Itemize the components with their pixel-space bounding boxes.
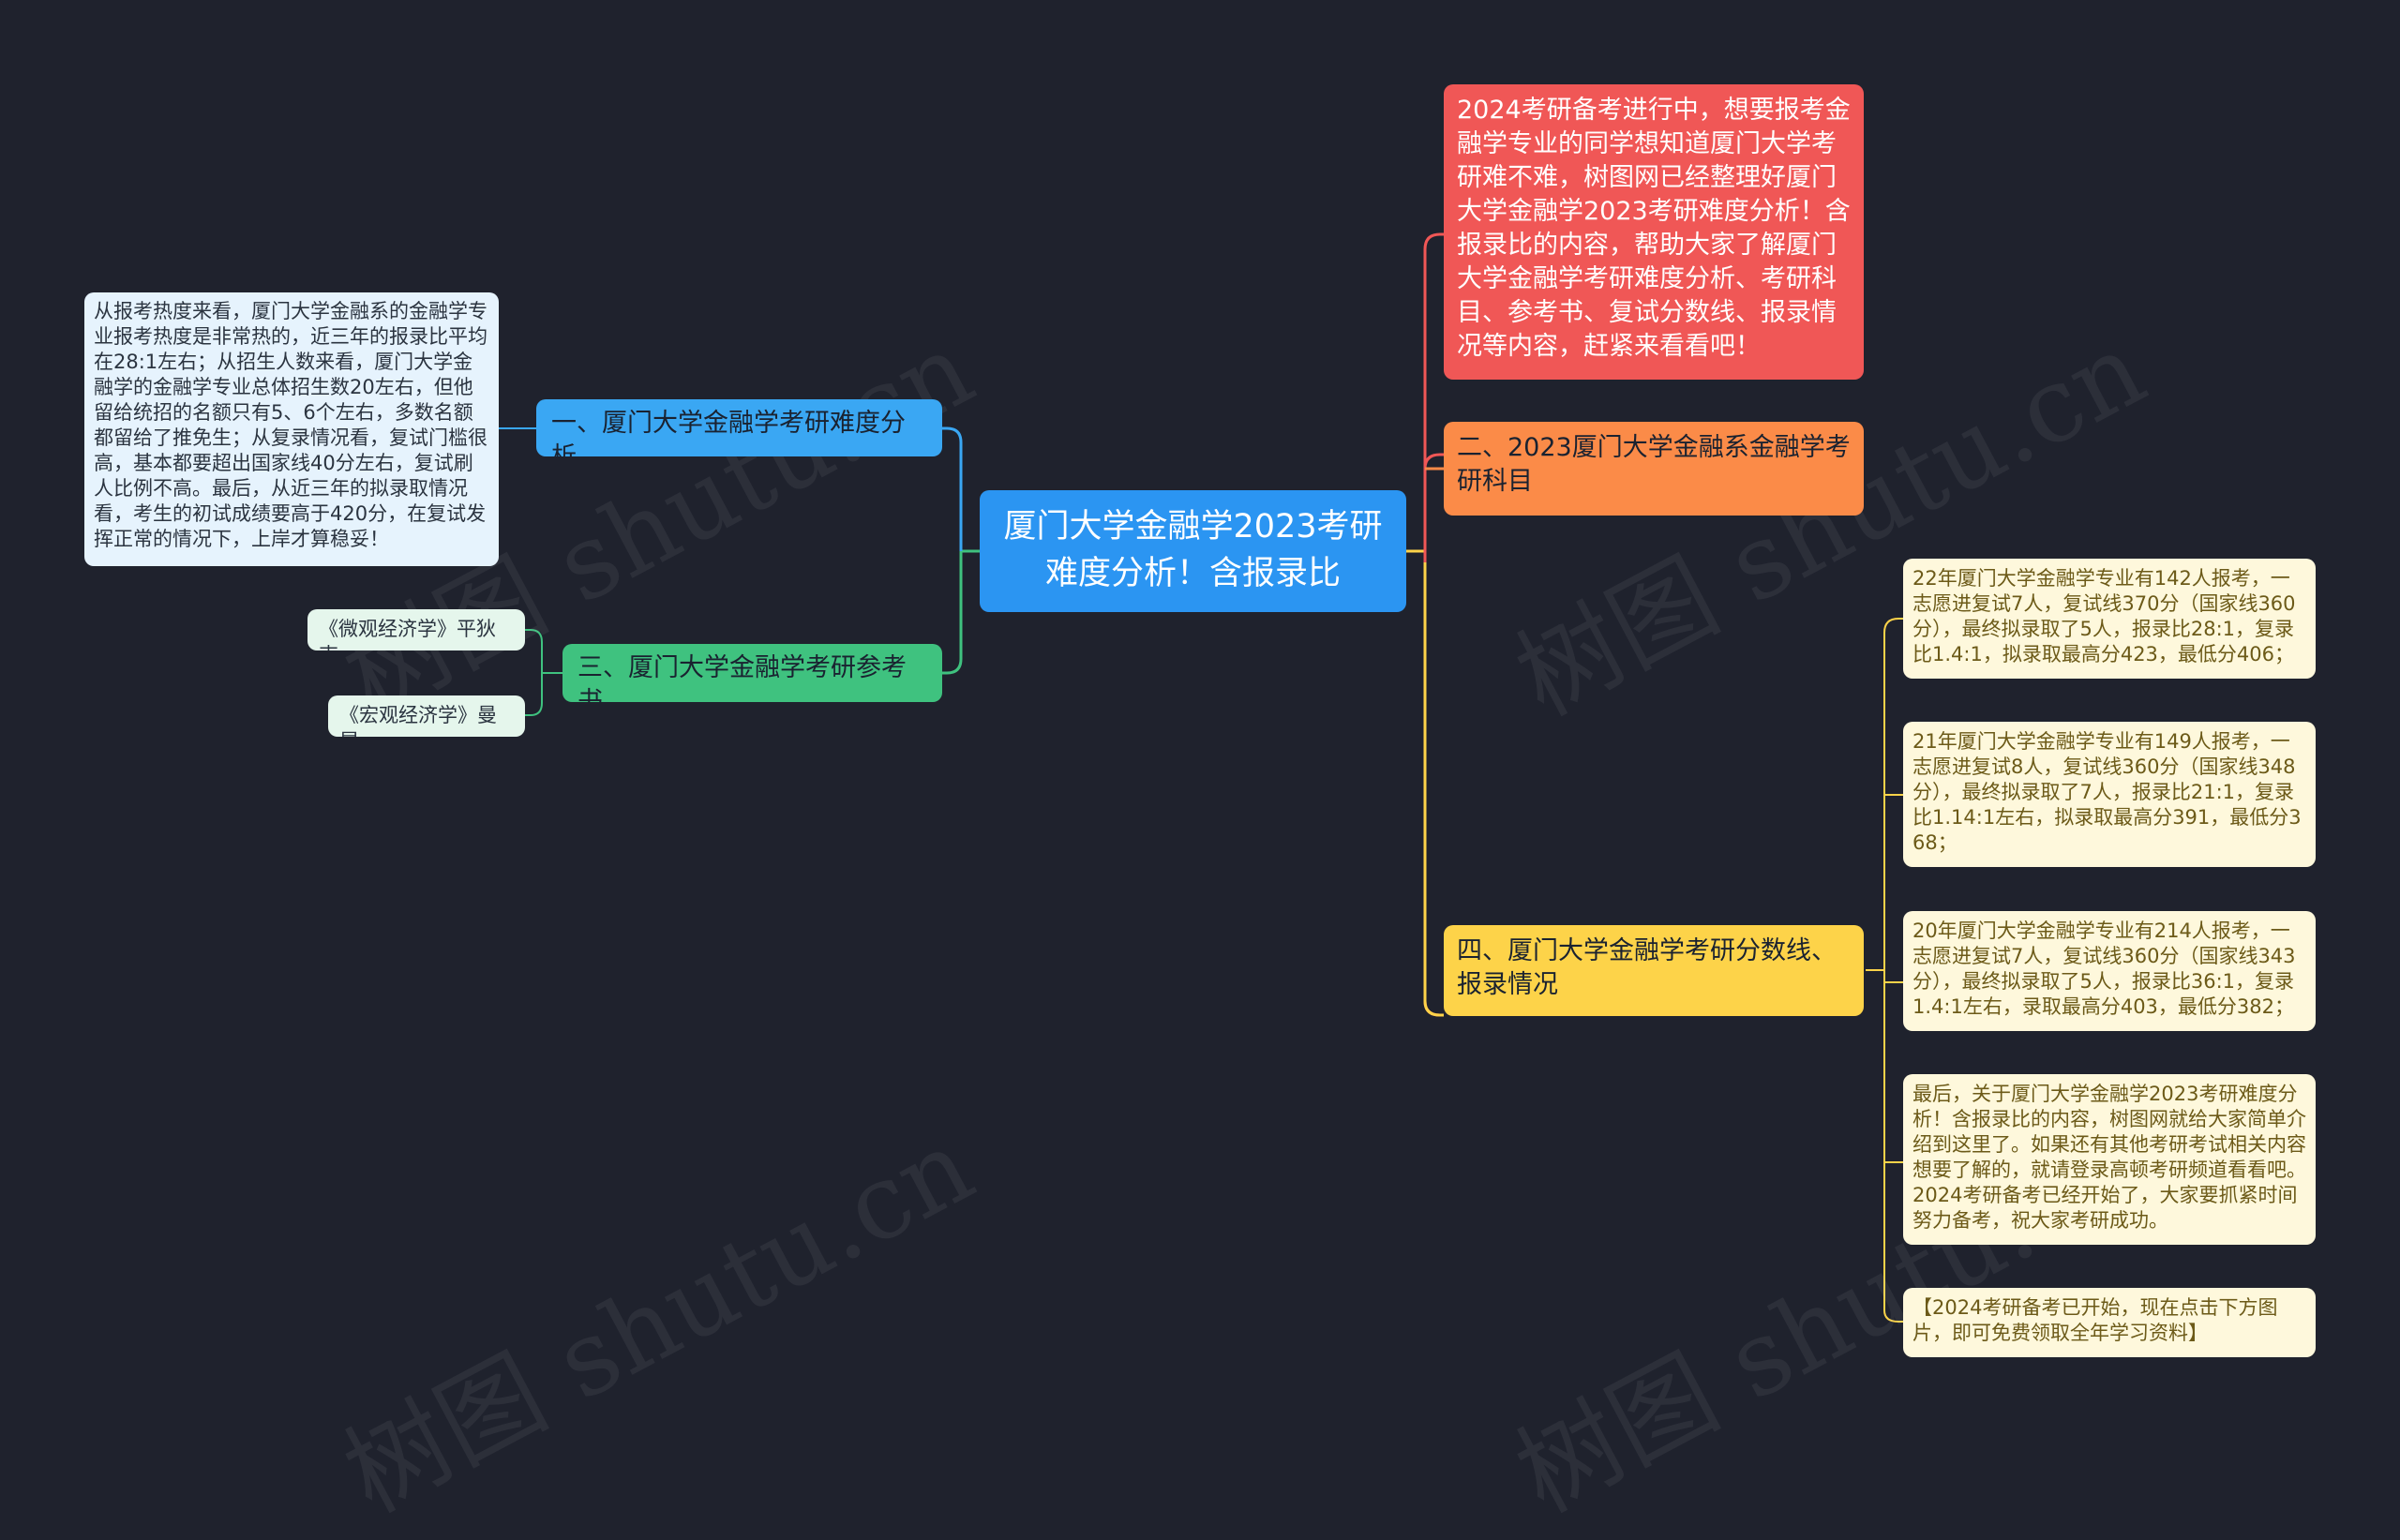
- link-right-trunk: [1423, 232, 1444, 1017]
- connector-lines: [499, 232, 1903, 1323]
- leaf-book-macro[interactable]: 《宏观经济学》曼昆: [328, 695, 525, 737]
- central-topic[interactable]: 厦门大学金融学2023考研难度分析！含报录比: [980, 490, 1406, 612]
- leaf-2022-stats[interactable]: 22年厦门大学金融学专业有142人报考，一志愿进复试7人，复试线370分（国家线…: [1903, 559, 2316, 679]
- leaf-2020-stats[interactable]: 20年厦门大学金融学专业有214人报考，一志愿进复试7人，复试线360分（国家线…: [1903, 911, 2316, 1031]
- leaf-book-micro[interactable]: 《微观经济学》平狄克: [308, 609, 525, 650]
- leaf-promo[interactable]: 【2024考研备考已开始，现在点击下方图片，即可免费领取全年学习资料】: [1903, 1288, 2316, 1357]
- leaf-difficulty-analysis[interactable]: 从报考热度来看，厦门大学金融系的金融学专业报考热度是非常热的，近三年的报录比平均…: [84, 292, 499, 566]
- branch-difficulty[interactable]: 一、厦门大学金融学考研难度分析: [536, 399, 942, 456]
- leaf-2021-stats[interactable]: 21年厦门大学金融学专业有149人报考，一志愿进复试8人，复试线360分（国家线…: [1903, 722, 2316, 867]
- link-b4-leaves: [1866, 618, 1903, 1323]
- link-b3-books: [525, 629, 562, 716]
- branch-exam-subjects[interactable]: 二、2023厦门大学金融系金融学考研科目: [1444, 422, 1864, 516]
- link-to-b4: [1423, 562, 1444, 1017]
- branch-reference-books[interactable]: 三、厦门大学金融学考研参考书: [562, 644, 942, 702]
- leaf-conclusion[interactable]: 最后，关于厦门大学金融学2023考研难度分析！含报录比的内容，树图网就给大家简单…: [1903, 1074, 2316, 1245]
- link-to-b3: [942, 551, 963, 675]
- branch-intro[interactable]: 2024考研备考进行中，想要报考金融学专业的同学想知道厦门大学考研难不难，树图网…: [1444, 84, 1864, 380]
- link-to-b1: [942, 426, 963, 551]
- branch-scores-admission[interactable]: 四、厦门大学金融学考研分数线、报录情况: [1444, 925, 1864, 1016]
